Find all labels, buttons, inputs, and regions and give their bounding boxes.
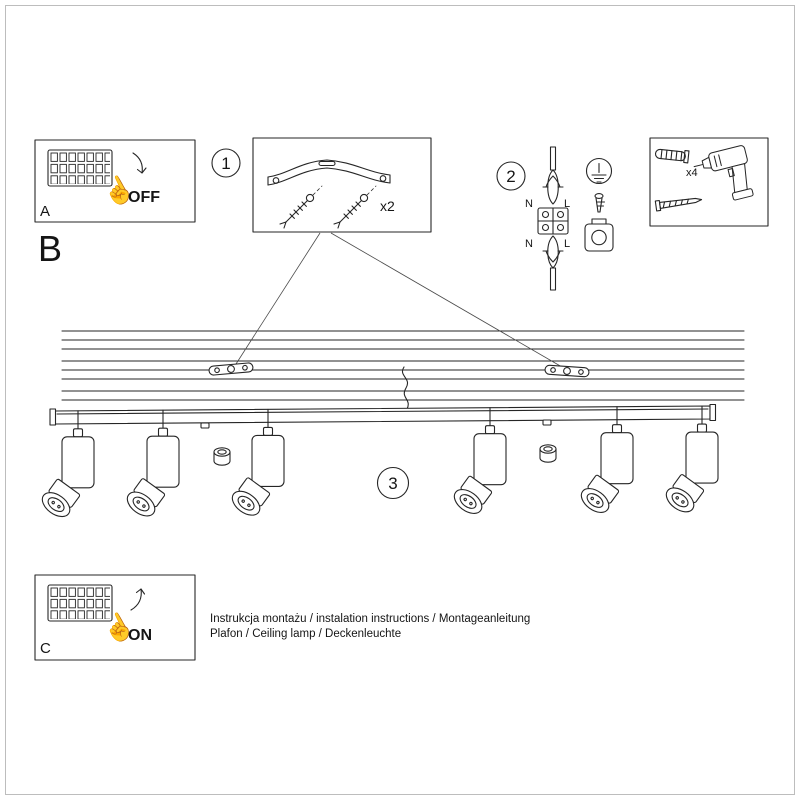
wire-l-bottom-label: L (564, 238, 570, 250)
off-label: OFF (128, 189, 160, 206)
pointer-line (235, 232, 321, 365)
power-cable-squiggle (402, 366, 409, 414)
drill-icon (693, 145, 754, 201)
mounting-screw (654, 197, 703, 212)
wire-n-top-label: N (525, 198, 533, 210)
pointer-line (330, 232, 563, 368)
step2-number: 2 (506, 167, 515, 186)
step3-number: 3 (388, 474, 397, 493)
mounting-rail (49, 403, 717, 429)
ceiling-plate (208, 362, 254, 376)
ground-screw (594, 193, 606, 213)
section-b-label: B (38, 228, 62, 269)
anchor-quantity-label: x4 (686, 167, 698, 179)
wire-l-top-label: L (564, 198, 570, 210)
section-c-label: C (40, 640, 51, 657)
toggle-arrow-icon (132, 152, 143, 174)
footer-text-line2: Plafon / Ceiling lamp / Deckenleuchte (210, 628, 401, 640)
ceiling-lines (61, 330, 745, 401)
wire-n-bottom-label: N (525, 238, 533, 250)
spotlight-fixture (37, 423, 95, 522)
section-a-label: A (40, 203, 50, 220)
switch-on-panel: ☝ ON C (34, 574, 196, 661)
spotlight-fixture (576, 419, 634, 518)
footer-text-line1: Instrukcja montażu / instalation instruc… (210, 613, 530, 625)
step1-bracket-box: 1 x2 (211, 137, 432, 233)
terminal-block (537, 207, 569, 235)
ceiling-plate (544, 364, 590, 378)
step1-circle (211, 148, 241, 178)
toggle-arrow-icon (130, 588, 142, 611)
switch-panel (47, 584, 113, 622)
spotlight-fixture (227, 421, 285, 521)
rail-end-cap (49, 408, 57, 426)
step2-circle (496, 161, 526, 191)
spotlight-fixture (661, 418, 719, 518)
toggle-arrow-head (135, 588, 146, 595)
ground-bracket (584, 218, 614, 252)
switch-panel (47, 149, 113, 187)
tools-box: x4 (649, 137, 769, 227)
rail-end-cap (709, 403, 717, 422)
step1-box (252, 137, 432, 233)
screw-quantity-label: x2 (380, 198, 395, 214)
spare-bulb (539, 444, 557, 463)
rail-screw-cap (542, 419, 552, 426)
page-border (5, 5, 795, 795)
spare-bulb (213, 447, 231, 466)
toggle-arrow-head (136, 167, 147, 174)
wall-anchor (654, 148, 690, 164)
step3-circle (376, 466, 410, 500)
on-label: ON (128, 627, 152, 644)
rail-screw-cap (200, 422, 210, 429)
spotlight-fixture (449, 420, 507, 519)
tools-box-frame (649, 137, 769, 227)
switch-off-panel: ☝ OFF A (34, 139, 196, 223)
power-cable (542, 146, 564, 291)
step1-number: 1 (221, 154, 230, 173)
mounting-bracket (267, 159, 391, 186)
step2-wiring: 2 N L N L (496, 146, 614, 291)
spotlight-fixture (122, 422, 180, 522)
ground-symbol-icon (585, 157, 613, 185)
